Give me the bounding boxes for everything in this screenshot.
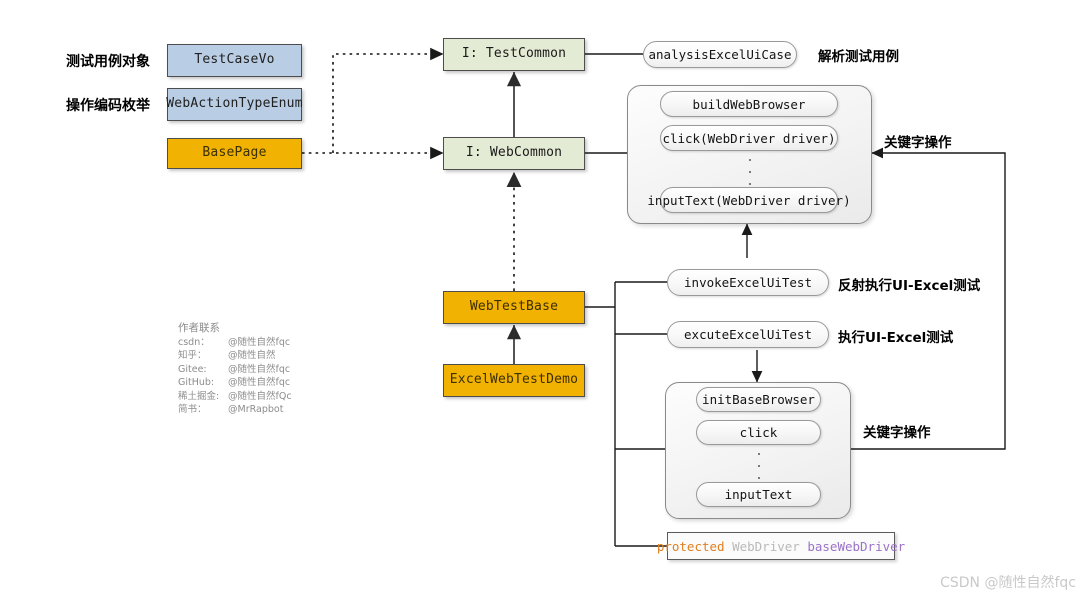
author-value-github: @随性自然fqc (228, 377, 291, 388)
author-value-jianshu: @MrRapbot (228, 404, 284, 415)
author-key-github: GitHub: (178, 377, 215, 388)
author-row-jianshu: 简书： @MrRapbot (178, 403, 292, 417)
author-row-juejin: 稀土掘金: @随性自然fQc (178, 390, 292, 404)
wire-basepage-to-testcommon (332, 47, 444, 153)
author-value-juejin: @随性自然fQc (228, 390, 292, 402)
code-modifier: protected (656, 538, 733, 554)
author-value-csdn: @随性自然fqc (228, 336, 291, 348)
author-key-jianshu: 简书： (178, 404, 207, 415)
method-analysisexceluicase[interactable]: analysisExcelUiCase (643, 41, 797, 68)
wire-right-feedback-loop (851, 147, 1006, 450)
author-row-gitee: Gitee: @随性自然fqc (178, 363, 292, 377)
ellipsis-webcommon (748, 159, 752, 185)
method-inputtext[interactable]: inputText (696, 482, 821, 507)
annotation-analysis-note: 解析测试用例 (818, 49, 899, 65)
ellipsis-basegroup (757, 453, 761, 479)
method-invokeexceluitest[interactable]: invokeExcelUiTest (667, 269, 829, 296)
author-row-csdn: csdn： @随性自然fqc (178, 336, 292, 350)
author-value-zhihu: @随性自然 (228, 350, 276, 361)
method-initbasebrowser[interactable]: initBaseBrowser (696, 387, 821, 412)
code-type: WebDriver (732, 538, 808, 554)
label-testcase-object: 测试用例对象 (66, 54, 150, 70)
method-click[interactable]: click (696, 420, 821, 445)
method-click-webdriver[interactable]: click(WebDriver driver) (660, 125, 838, 151)
class-testcasevo[interactable]: TestCaseVo (167, 44, 302, 77)
author-key-csdn: csdn： (178, 336, 210, 348)
author-key-gitee: Gitee: (178, 363, 207, 375)
code-basewebdriver-field: protected WebDriver baseWebDriver (657, 532, 905, 560)
class-excelwebtestdemo[interactable]: ExcelWebTestDemo (443, 364, 585, 397)
class-basepage[interactable]: BasePage (167, 138, 302, 169)
interface-webcommon[interactable]: I: WebCommon (443, 137, 585, 170)
author-contact-block: 作者联系 csdn： @随性自然fqc 知乎： @随性自然 Gitee: @随性自然f… (178, 322, 292, 417)
author-key-juejin: 稀土掘金: (178, 390, 220, 402)
author-row-github: GitHub: @随性自然fqc (178, 376, 292, 390)
annotation-invoke-note: 反射执行UI-Excel测试 (838, 278, 981, 294)
method-excuteexceluitest[interactable]: excuteExcelUiTest (667, 321, 829, 348)
annotation-excute-note: 执行UI-Excel测试 (838, 330, 954, 346)
label-action-enum: 操作编码枚举 (66, 98, 150, 114)
author-key-zhihu: 知乎： (178, 350, 207, 361)
method-inputtext-webdriver[interactable]: inputText(WebDriver driver) (647, 187, 851, 213)
author-title: 作者联系 (178, 322, 220, 334)
class-webactiontypeenum[interactable]: WebActionTypeEnum (166, 88, 303, 121)
method-buildwebbrowser[interactable]: buildWebBrowser (660, 91, 838, 117)
code-variable: baseWebDriver (807, 538, 906, 554)
annotation-keyword-top: 关键字操作 (884, 135, 952, 151)
interface-testcommon[interactable]: I: TestCommon (443, 38, 585, 71)
author-row-zhihu: 知乎： @随性自然 (178, 349, 292, 363)
annotation-keyword-bottom: 关键字操作 (863, 425, 931, 441)
author-value-gitee: @随性自然fqc (228, 363, 291, 375)
class-webtestbase[interactable]: WebTestBase (443, 291, 585, 324)
csdn-watermark: CSDN @随性自然fqc (940, 575, 1076, 591)
